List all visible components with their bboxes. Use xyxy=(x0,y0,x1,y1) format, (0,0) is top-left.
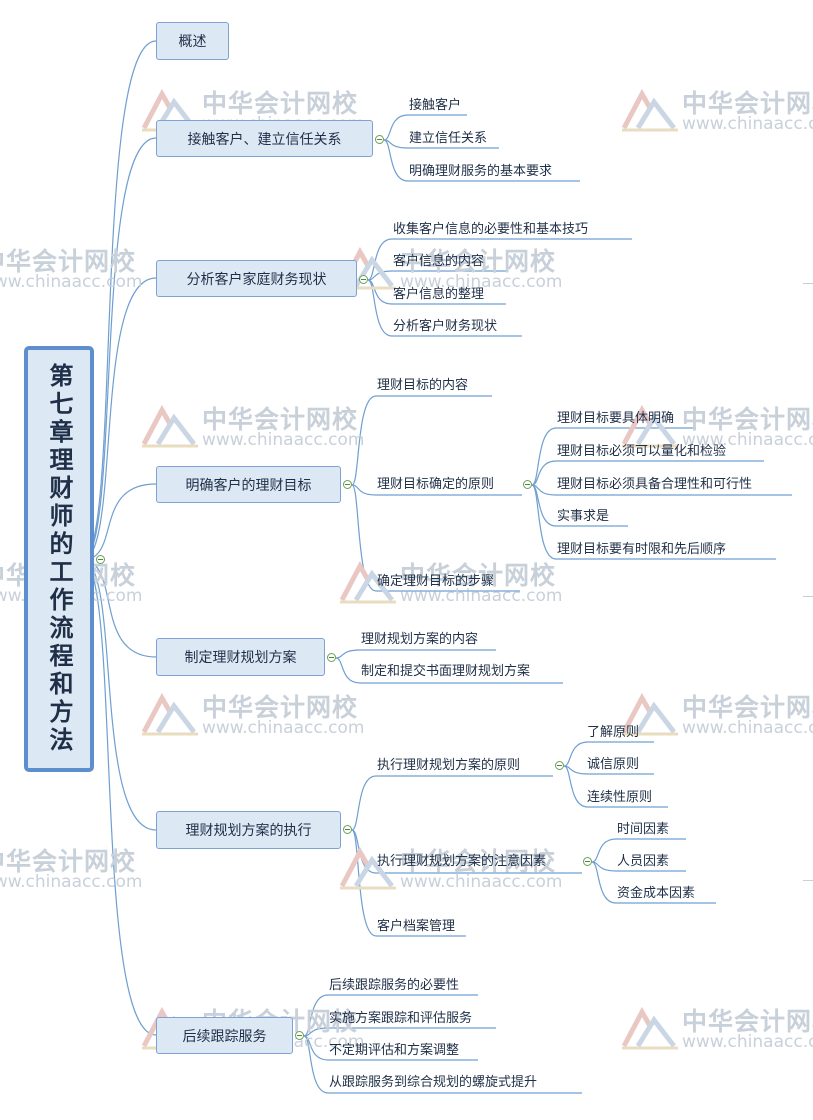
leaf-item[interactable]: 实施方案跟踪和评估服务 xyxy=(329,1011,473,1026)
branch-label: 接触客户、建立信任关系 xyxy=(187,131,342,148)
child-connector xyxy=(303,1035,582,1094)
collapse-toggle-icon[interactable] xyxy=(343,825,352,834)
branch-connector xyxy=(81,137,157,561)
subtopic-goal-principles[interactable]: 理财目标确定的原则 xyxy=(377,477,495,492)
branch-label: 分析客户家庭财务现状 xyxy=(186,271,327,288)
collapse-toggle-icon[interactable] xyxy=(96,555,105,564)
child-connector xyxy=(383,114,467,141)
child-connector xyxy=(351,775,553,831)
child-connector xyxy=(563,765,668,808)
branch-label: 制定理财规划方案 xyxy=(184,650,297,666)
leaf-item[interactable]: 实事求是 xyxy=(557,509,610,524)
leaf-item[interactable]: 理财目标必须具备合理性和可行性 xyxy=(557,477,753,492)
branch-overview[interactable]: 概述 xyxy=(156,22,229,60)
child-connector xyxy=(531,427,696,486)
collapse-toggle-icon[interactable] xyxy=(375,135,384,144)
child-connector xyxy=(303,1027,496,1037)
leaf-item[interactable]: 建立信任关系 xyxy=(409,131,488,146)
child-connector xyxy=(351,484,522,496)
branch-label: 明确客户的理财目标 xyxy=(185,477,312,494)
leaf-item[interactable]: 客户信息的整理 xyxy=(393,287,485,302)
child-connector xyxy=(303,994,478,1037)
leaf-item[interactable]: 理财目标要有时限和先后顺序 xyxy=(557,542,727,557)
leaf-item[interactable]: 理财目标必须可以量化和检验 xyxy=(557,444,727,459)
leaf-item[interactable]: 资金成本因素 xyxy=(617,886,696,901)
branch-label: 概述 xyxy=(178,34,207,50)
branch-financial-goals[interactable]: 明确客户的理财目标 xyxy=(156,466,341,503)
child-connector xyxy=(383,139,499,149)
leaf-item[interactable]: 时间因素 xyxy=(617,822,670,837)
branch-contact-client[interactable]: 接触客户、建立信任关系 xyxy=(156,120,373,157)
branch-execute-plan[interactable]: 理财规划方案的执行 xyxy=(156,811,341,849)
child-connector xyxy=(367,270,506,281)
collapse-toggle-icon[interactable] xyxy=(555,761,564,770)
subtopic-execution-factors[interactable]: 执行理财规划方案的注意因素 xyxy=(377,854,547,869)
branch-connector xyxy=(81,559,157,1036)
edge-dash xyxy=(803,596,813,597)
child-connector xyxy=(351,395,492,486)
leaf-item[interactable]: 明确理财服务的基本要求 xyxy=(409,164,553,179)
root-topic[interactable]: 第七章理财师的工作流程和方法 xyxy=(24,346,94,772)
collapse-toggle-icon[interactable] xyxy=(327,653,336,662)
leaf-item[interactable]: 客户档案管理 xyxy=(377,919,456,934)
branch-connector xyxy=(81,40,157,561)
leaf-item[interactable]: 人员因素 xyxy=(617,854,670,869)
leaf-item[interactable]: 后续跟踪服务的必要性 xyxy=(329,978,460,993)
branch-connector xyxy=(81,277,157,561)
leaf-item[interactable]: 客户信息的内容 xyxy=(393,254,485,269)
collapse-toggle-icon[interactable] xyxy=(523,480,532,489)
leaf-item[interactable]: 连续性原则 xyxy=(587,790,653,805)
collapse-toggle-icon[interactable] xyxy=(583,857,592,866)
collapse-toggle-icon[interactable] xyxy=(359,275,368,284)
leaf-item[interactable]: 从跟踪服务到综合规划的螺旋式提升 xyxy=(329,1075,538,1090)
child-connector xyxy=(335,649,496,659)
leaf-item[interactable]: 收集客户信息的必要性和基本技巧 xyxy=(393,222,589,237)
child-connector xyxy=(591,838,686,863)
subtopic-execution-principles[interactable]: 执行理财规划方案的原则 xyxy=(377,758,521,773)
child-connector xyxy=(383,139,580,182)
leaf-item[interactable]: 接触客户 xyxy=(409,98,462,113)
root-title: 第七章理财师的工作流程和方法 xyxy=(45,363,73,755)
collapse-toggle-icon[interactable] xyxy=(343,480,352,489)
branch-follow-up[interactable]: 后续跟踪服务 xyxy=(156,1017,293,1054)
leaf-item[interactable]: 了解原则 xyxy=(587,725,640,740)
branch-analyze-finances[interactable]: 分析客户家庭财务现状 xyxy=(156,260,357,297)
child-connector xyxy=(531,484,776,560)
edge-dash xyxy=(803,880,813,881)
child-connector xyxy=(563,741,654,767)
leaf-item[interactable]: 不定期评估和方案调整 xyxy=(329,1043,460,1058)
branch-connector xyxy=(81,559,157,831)
leaf-item[interactable]: 确定理财目标的步骤 xyxy=(377,574,495,589)
edge-dash xyxy=(803,283,813,284)
branch-make-plan[interactable]: 制定理财规划方案 xyxy=(156,638,325,676)
leaf-item[interactable]: 理财目标要具体明确 xyxy=(557,411,675,426)
child-connector xyxy=(335,657,563,684)
leaf-item[interactable]: 分析客户财务现状 xyxy=(393,319,498,334)
leaf-item[interactable]: 理财目标的内容 xyxy=(377,378,469,393)
leaf-item[interactable]: 诚信原则 xyxy=(587,757,640,772)
branch-label: 后续跟踪服务 xyxy=(182,1028,267,1045)
child-connector xyxy=(591,861,716,904)
branch-label: 理财规划方案的执行 xyxy=(185,823,312,839)
child-connector xyxy=(351,829,466,937)
child-connector xyxy=(563,765,654,775)
leaf-item[interactable]: 理财规划方案的内容 xyxy=(361,632,479,647)
leaf-item[interactable]: 制定和提交书面理财规划方案 xyxy=(361,664,531,679)
child-connector xyxy=(531,460,764,486)
collapse-toggle-icon[interactable] xyxy=(295,1031,304,1040)
